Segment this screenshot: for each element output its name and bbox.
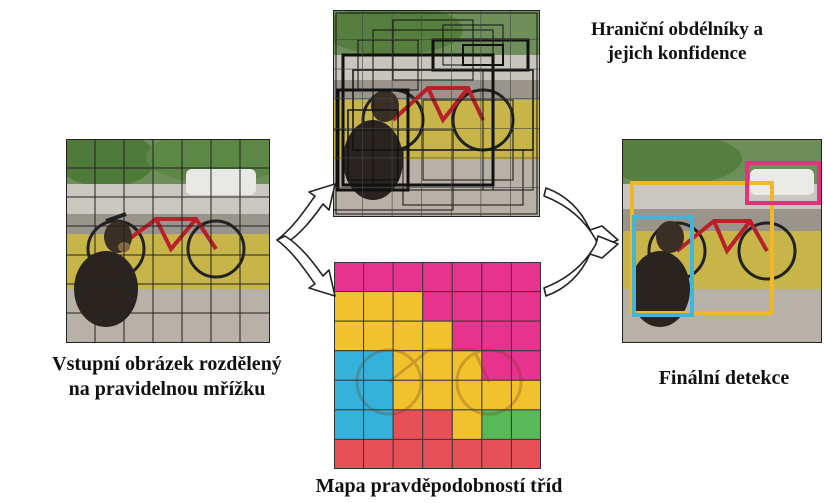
class-cell-cyan <box>334 350 365 381</box>
class-cell-yellow <box>363 320 394 352</box>
classmap-caption: Mapa pravděpodobností tříd <box>274 474 604 499</box>
class-cell-yellow <box>510 379 541 411</box>
boxes-photo <box>333 10 540 217</box>
class-cell-magenta <box>422 291 453 322</box>
merge-arrow-icon <box>540 182 622 302</box>
class-cell-red <box>363 438 394 469</box>
boxes-caption: Hraniční obdélníky a jejich konfidence <box>552 18 802 66</box>
class-map-grid <box>334 262 541 469</box>
class-cell-yellow <box>334 320 365 352</box>
bounding-boxes-panel <box>333 10 540 217</box>
class-cell-red <box>422 438 453 469</box>
input-caption: Vstupní obrázek rozdělený na pravidelnou… <box>2 352 332 402</box>
input-photo <box>66 139 270 343</box>
class-cell-magenta <box>451 320 483 352</box>
classmap-caption-text: Mapa pravděpodobností tříd <box>315 475 563 497</box>
class-cell-magenta <box>510 291 541 322</box>
class-cell-yellow <box>481 379 512 411</box>
class-probability-map <box>334 262 541 469</box>
class-cell-red <box>334 438 365 469</box>
class-cell-cyan <box>363 379 394 411</box>
class-cell-yellow <box>451 409 483 440</box>
class-cell-magenta <box>363 262 394 293</box>
class-cell-magenta <box>481 262 512 293</box>
class-cell-red <box>422 409 453 440</box>
class-cell-magenta <box>510 350 541 381</box>
class-cell-magenta <box>334 262 365 293</box>
class-cell-red <box>392 409 424 440</box>
final-photo <box>622 139 822 343</box>
class-cell-magenta <box>481 291 512 322</box>
class-cell-red <box>481 438 512 469</box>
boxes-caption-line1: Hraniční obdélníky a <box>590 19 764 40</box>
class-cell-cyan <box>363 409 394 440</box>
input-caption-line1: Vstupní obrázek rozdělený <box>52 353 282 375</box>
class-cell-yellow <box>422 350 453 381</box>
class-cell-red <box>510 438 541 469</box>
final-detection-panel <box>622 139 822 343</box>
boxes-caption-line2: jejich konfidence <box>607 42 747 64</box>
class-cell-cyan <box>363 350 394 381</box>
dog-detection-box <box>632 215 694 317</box>
class-cell-magenta <box>510 320 541 352</box>
car-detection-box <box>745 161 821 205</box>
class-cell-yellow <box>363 291 394 322</box>
class-cell-yellow <box>392 320 424 352</box>
class-cell-magenta <box>392 262 424 293</box>
class-cell-green <box>510 409 541 440</box>
class-cell-magenta <box>422 262 453 293</box>
final-caption-text: Finální detekce <box>658 367 790 389</box>
class-cell-yellow <box>422 379 453 411</box>
class-cell-red <box>451 438 483 469</box>
class-cell-yellow <box>392 291 424 322</box>
class-cell-magenta <box>481 350 512 381</box>
class-cell-cyan <box>334 409 365 440</box>
split-arrow-icon <box>271 180 343 300</box>
input-image-panel <box>66 139 270 343</box>
class-cell-magenta <box>451 262 483 293</box>
class-cell-red <box>392 438 424 469</box>
class-cell-magenta <box>451 291 483 322</box>
final-caption: Finální detekce <box>624 366 824 391</box>
class-cell-magenta <box>481 320 512 352</box>
class-cell-yellow <box>422 320 453 352</box>
class-cell-magenta <box>510 262 541 293</box>
input-caption-line2: na pravidelnou mřížku <box>68 378 266 400</box>
